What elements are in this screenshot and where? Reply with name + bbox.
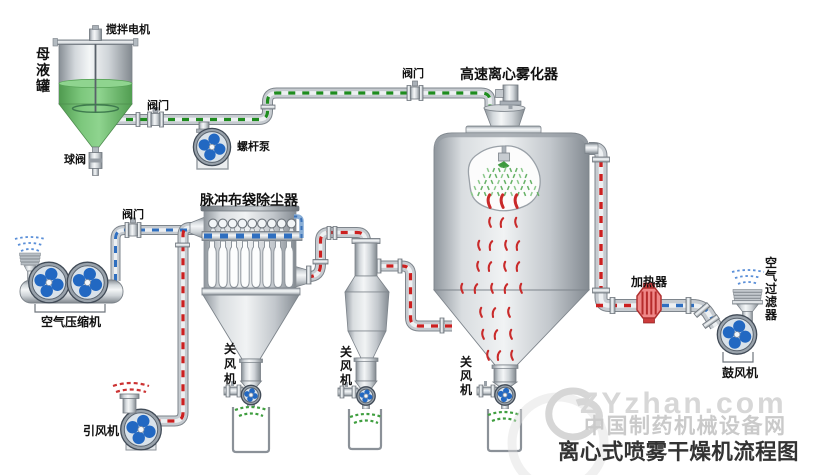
svg-text:阀门: 阀门 — [147, 98, 169, 112]
svg-text:空气过滤器: 空气过滤器 — [764, 255, 778, 322]
svg-text:脉冲布袋除尘器: 脉冲布袋除尘器 — [199, 192, 299, 208]
svg-text:加热器: 加热器 — [630, 274, 668, 289]
svg-text:母液罐: 母液罐 — [35, 46, 51, 94]
svg-text:中国制药机械设备网: 中国制药机械设备网 — [584, 414, 787, 438]
svg-text:阀门: 阀门 — [122, 207, 144, 221]
svg-text:鼓风机: 鼓风机 — [722, 365, 758, 380]
svg-text:空气压缩机: 空气压缩机 — [41, 314, 101, 329]
svg-text:关风机: 关风机 — [340, 344, 352, 387]
svg-text:高速离心雾化器: 高速离心雾化器 — [460, 66, 559, 82]
svg-text:球阀: 球阀 — [64, 152, 86, 166]
svg-text:螺杆泵: 螺杆泵 — [237, 139, 270, 153]
svg-text:阀门: 阀门 — [402, 66, 424, 80]
svg-text:搅拌电机: 搅拌电机 — [106, 22, 150, 36]
svg-text:关风机: 关风机 — [460, 354, 472, 397]
svg-text:关风机: 关风机 — [224, 341, 236, 386]
svg-text:引风机: 引风机 — [83, 423, 119, 438]
svg-text:离心式喷雾干燥机流程图: 离心式喷雾干燥机流程图 — [558, 439, 799, 464]
svg-text:ZYzhan.com: ZYzhan.com — [580, 387, 787, 420]
